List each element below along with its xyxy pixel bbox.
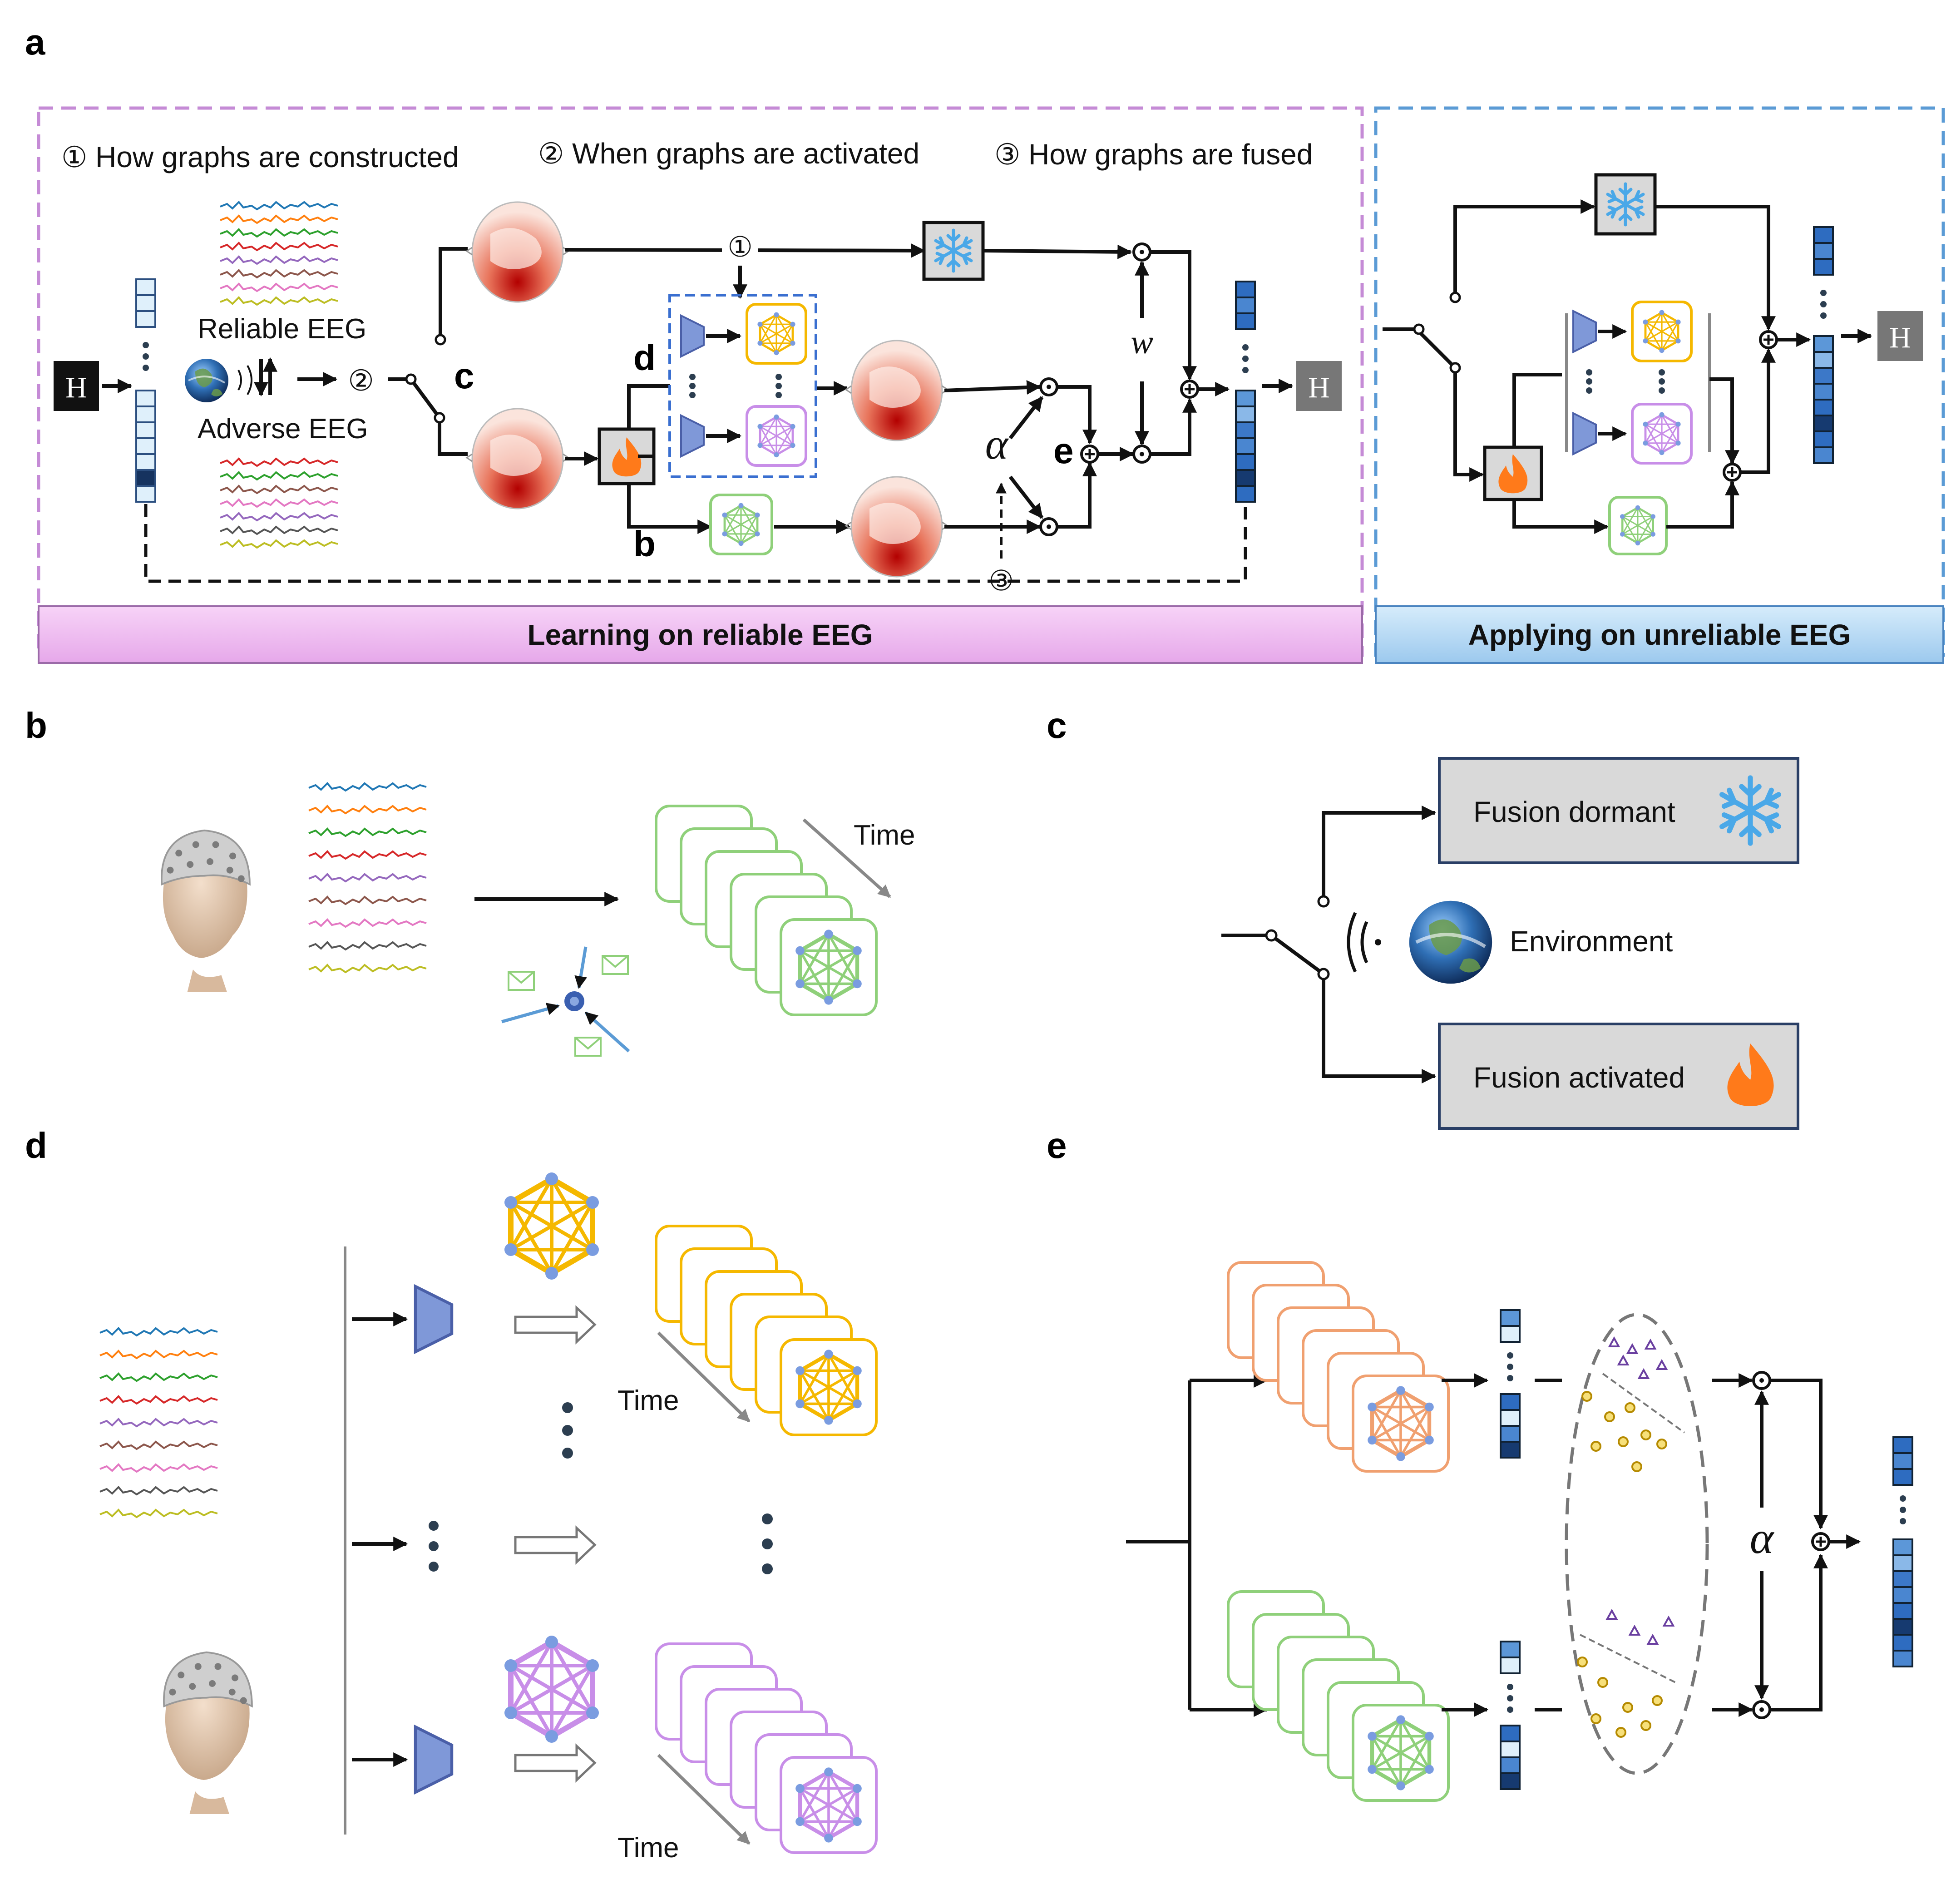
oplus-e (1082, 446, 1098, 462)
odot-w (1134, 446, 1150, 462)
graph-icon-d-violet (504, 1636, 599, 1743)
circle-points (1577, 1391, 1667, 1738)
embedding-column-right (1813, 226, 1834, 464)
left-dashed-frame (37, 106, 1364, 657)
graph-stack-d-yellow (655, 1225, 878, 1436)
embedding-column-e-bottom (1500, 1641, 1521, 1790)
adverse-eeg-traces (219, 458, 339, 549)
panel-e-label: e (1047, 1125, 1067, 1166)
oplus-final (1181, 381, 1198, 397)
oplus-right-top (1760, 331, 1777, 348)
fusion-dormant-box (1438, 757, 1799, 864)
fusion-activated-label: Fusion activated (1473, 1061, 1685, 1094)
encoder-icon-d1 (415, 1286, 452, 1352)
h-input-box (54, 361, 99, 411)
brain-map-icon-mid (845, 340, 948, 441)
sub-b-label: b (633, 524, 656, 564)
right-footer-bar (1375, 605, 1944, 664)
step1-title: ① How graphs are constructed (61, 141, 459, 173)
time-label-b: Time (854, 820, 915, 851)
odot-e-bottom (1753, 1701, 1770, 1718)
brain-map-icon-low (845, 476, 948, 578)
adverse-eeg-label: Adverse EEG (198, 413, 368, 445)
alpha-symbol-a: α (985, 420, 1009, 468)
time-label-d-bottom: Time (617, 1832, 679, 1864)
panel-d-label: d (25, 1125, 47, 1166)
step3-title: ③ How graphs are fused (994, 138, 1313, 171)
head-icon-d (163, 1651, 253, 1815)
panel-b-label: b (25, 705, 47, 746)
hollow-arrows-d (514, 1305, 597, 1783)
right-footer-text: Applying on unreliable EEG (1468, 618, 1851, 651)
embedding-column-out (1235, 281, 1256, 503)
envelope-icon-2 (602, 955, 629, 975)
oplus-e-final (1813, 1533, 1829, 1550)
eeg-traces-d (99, 1327, 218, 1518)
time-label-d-top: Time (617, 1385, 679, 1416)
embedding-column-e-out (1892, 1436, 1913, 1667)
h-output-text: H (1308, 371, 1330, 404)
w-symbol: w (1131, 324, 1153, 361)
graph-stack-e-orange (1227, 1261, 1450, 1473)
encoder-icon-1 (680, 315, 705, 357)
circled-two: ② (348, 364, 374, 397)
h-input-text: H (65, 371, 87, 404)
earth-icon (184, 358, 229, 403)
left-footer-bar (38, 605, 1363, 664)
envelope-icon-1 (508, 971, 535, 991)
encoder-icon-d2 (415, 1727, 452, 1792)
h-output-box (1296, 361, 1342, 411)
eeg-traces-b (308, 782, 427, 973)
encoder-icon-right-1 (1572, 310, 1597, 353)
panel-a-label: a (25, 22, 45, 62)
embedding-column-e-top (1500, 1309, 1521, 1459)
circled-one: ① (727, 232, 753, 263)
odot-upper (1041, 379, 1057, 395)
earth-icon-c (1409, 901, 1492, 984)
oplus-right-lower (1724, 464, 1740, 480)
brain-map-icon-top (466, 201, 569, 303)
left-footer-text: Learning on reliable EEG (527, 618, 873, 651)
graph-stack-e-green (1227, 1590, 1450, 1802)
encoder-icon-right-2 (1572, 412, 1597, 455)
graph-stack-b (655, 805, 878, 1016)
latent-space-ellipse (1565, 1313, 1709, 1775)
brain-map-icon-adverse (466, 408, 569, 509)
embedding-column-in (135, 278, 156, 503)
graph-bank-frame (668, 294, 817, 478)
alpha-symbol-e: α (1750, 1513, 1775, 1563)
triangle-points (1605, 1336, 1675, 1645)
graph-stack-d-violet (655, 1642, 878, 1854)
encoder-icon-2 (680, 415, 705, 457)
fusion-dormant-label: Fusion dormant (1473, 796, 1675, 828)
reliable-eeg-traces (219, 201, 339, 306)
sub-c-label: c (454, 356, 474, 396)
sub-d-label: d (633, 337, 656, 378)
environment-label: Environment (1510, 925, 1673, 958)
step2-title: ② When graphs are activated (538, 137, 919, 170)
h-right-text: H (1889, 321, 1911, 354)
head-icon-b (161, 829, 251, 993)
graph-icon-d-yellow (504, 1172, 599, 1280)
panel-c-label: c (1047, 705, 1067, 746)
h-right-box (1877, 311, 1923, 361)
sub-e-label: e (1053, 430, 1074, 471)
reliable-eeg-label: Reliable EEG (198, 313, 366, 345)
odot-lower (1041, 519, 1057, 535)
envelope-icon-3 (574, 1037, 602, 1057)
odot-top (1134, 244, 1150, 260)
odot-e-top (1753, 1372, 1770, 1389)
